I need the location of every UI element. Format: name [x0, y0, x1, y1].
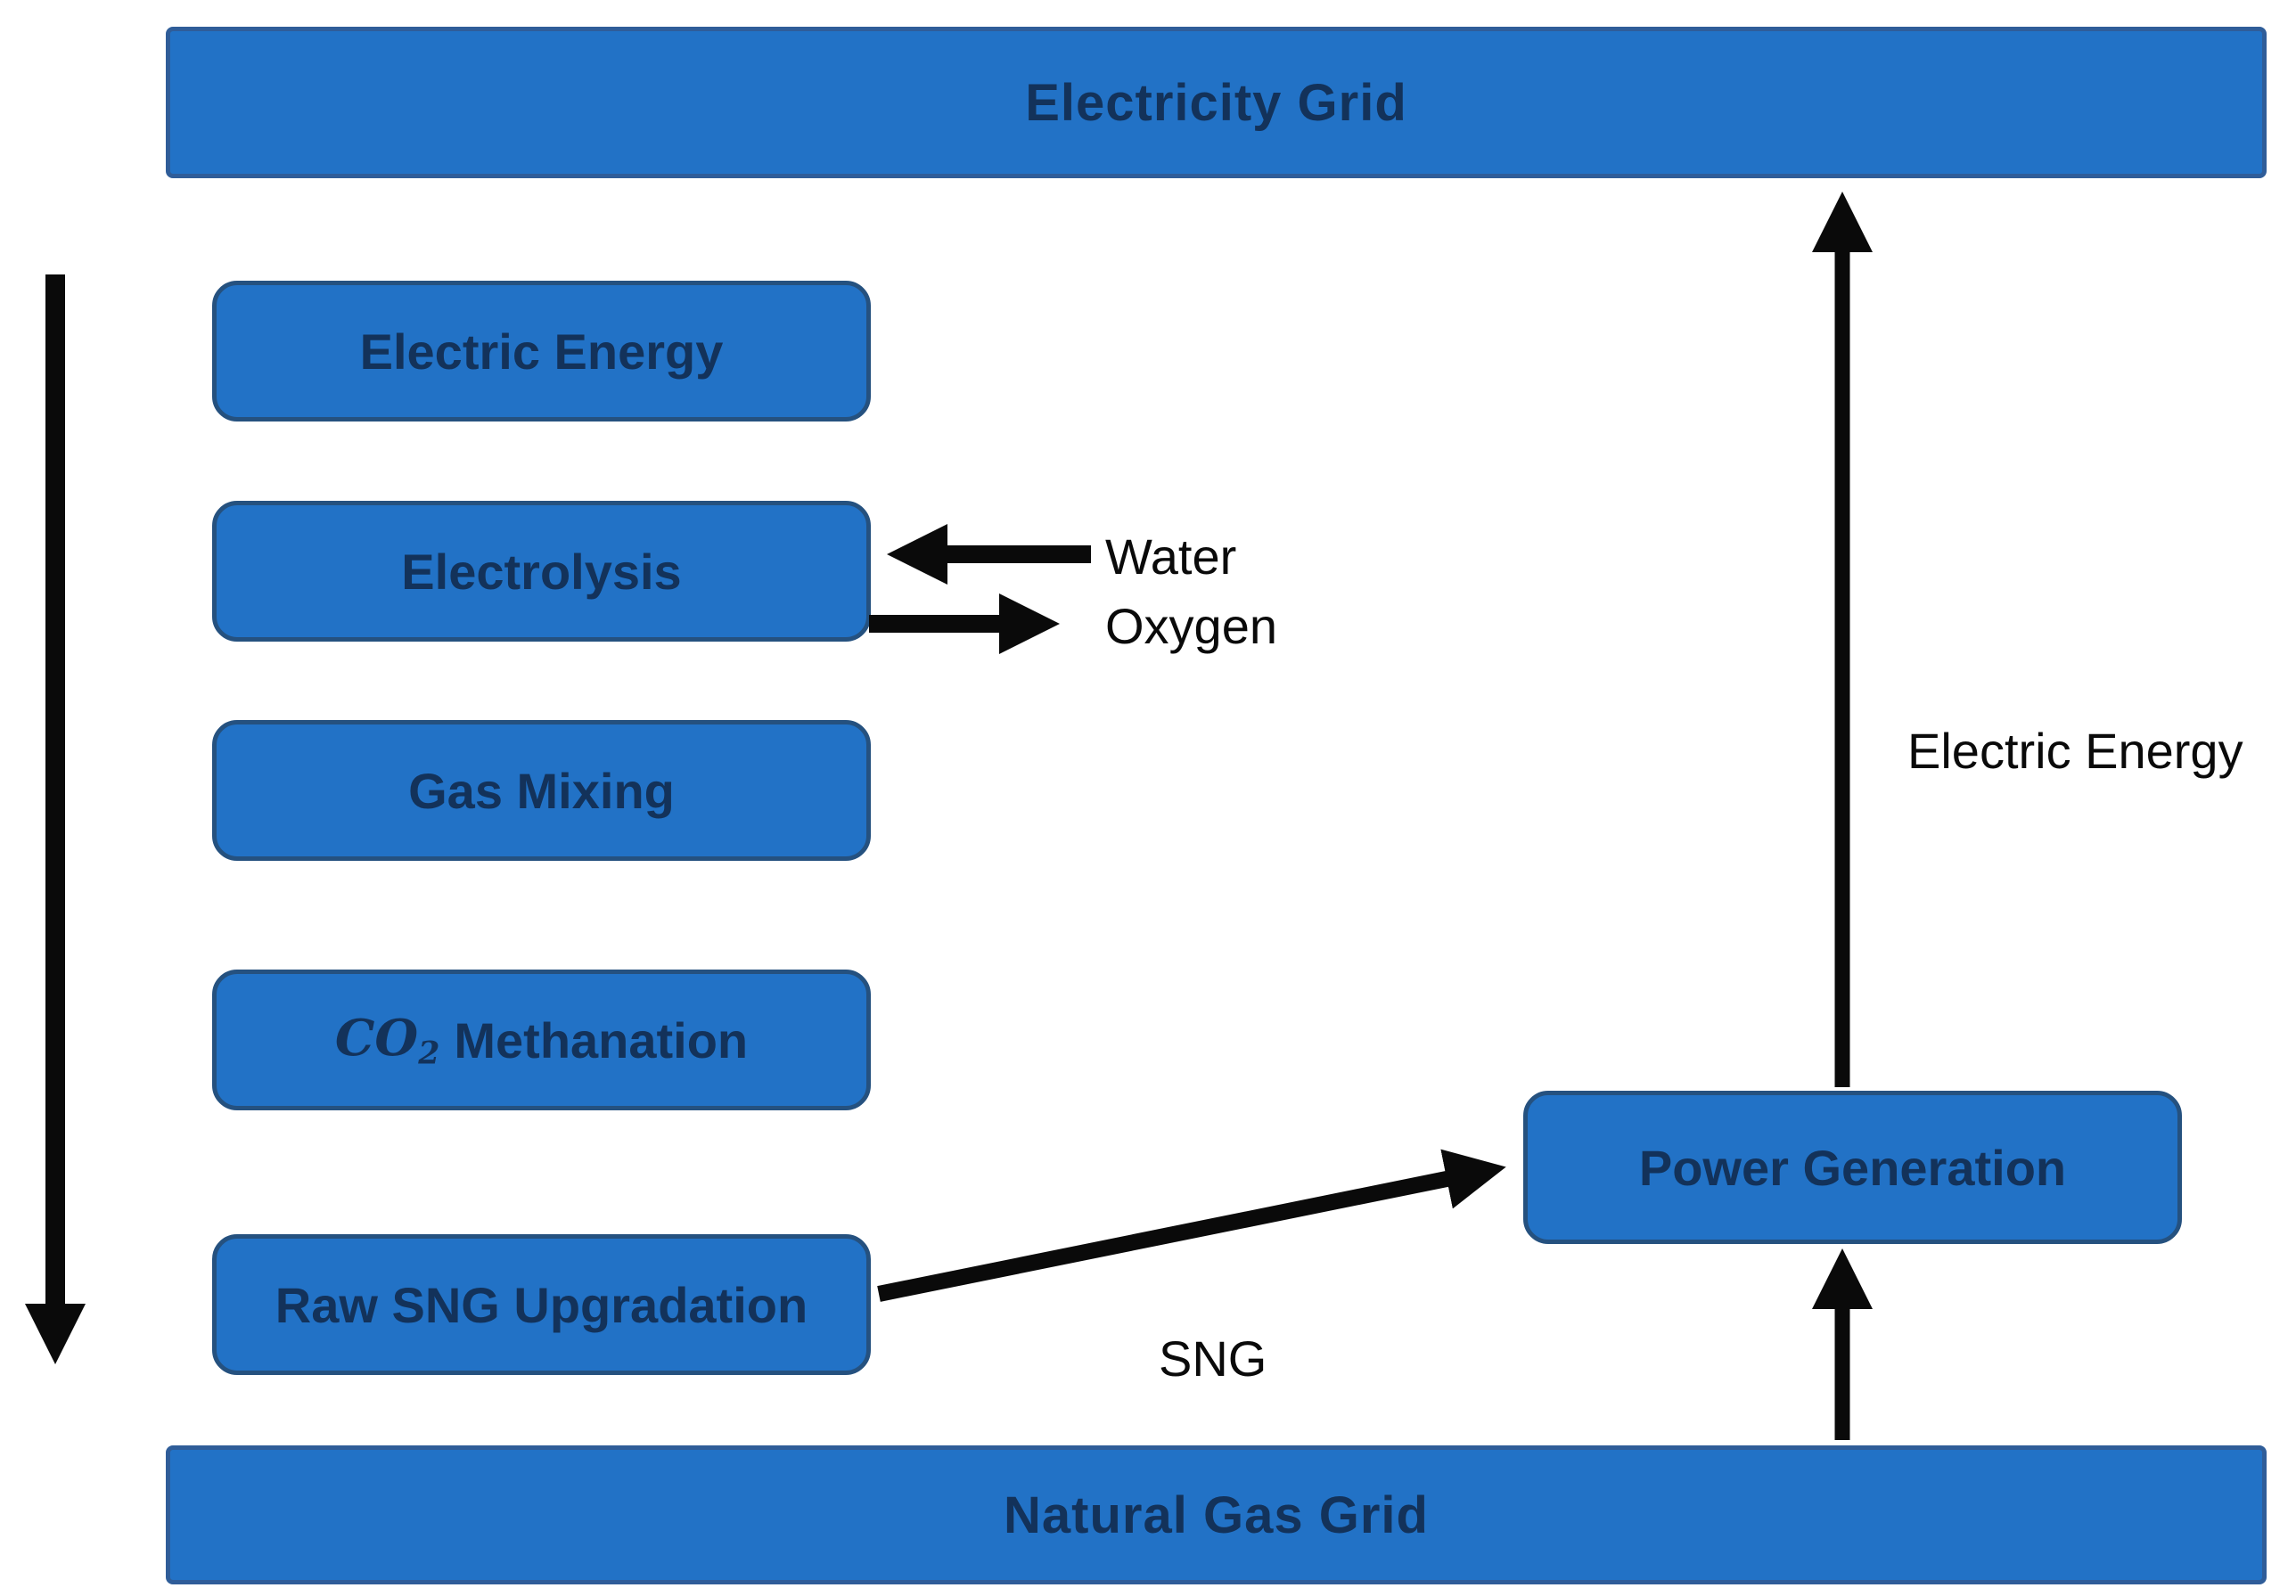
process-box-gas-mixing: Gas Mixing [212, 720, 871, 861]
process-label: Raw SNG Upgradation [275, 1276, 808, 1333]
electric-energy-label: Electric Energy [1907, 723, 2243, 779]
process-box-power-generation: Power Generation [1523, 1091, 2182, 1244]
electricity-grid-label: Electricity Grid [1025, 73, 1407, 132]
process-label: Electrolysis [401, 543, 682, 600]
oxygen-label: Oxygen [1105, 598, 1277, 654]
sng-arrow [877, 1149, 1506, 1302]
natural-gas-grid-label: Natural Gas Grid [1004, 1486, 1429, 1544]
process-label: Power Generation [1638, 1139, 2067, 1196]
sng-label: SNG [1159, 1330, 1267, 1387]
process-box-electric-energy: Electric Energy [212, 281, 871, 422]
process-label: Electric Energy [359, 323, 724, 380]
process-label: Methanation [454, 1011, 749, 1068]
process-box-raw-sng-upgradation: Raw SNG Upgradation [212, 1234, 871, 1375]
natural-gas-grid-bar: Natural Gas Grid [166, 1445, 2267, 1584]
co2-formula: CO2 [334, 1008, 440, 1072]
electricity-grid-bar: Electricity Grid [166, 27, 2267, 178]
process-box-co2-methanation: CO2 Methanation [212, 970, 871, 1110]
process-box-electrolysis: Electrolysis [212, 501, 871, 642]
process-label: Gas Mixing [408, 762, 675, 819]
water-label: Water [1105, 528, 1237, 585]
